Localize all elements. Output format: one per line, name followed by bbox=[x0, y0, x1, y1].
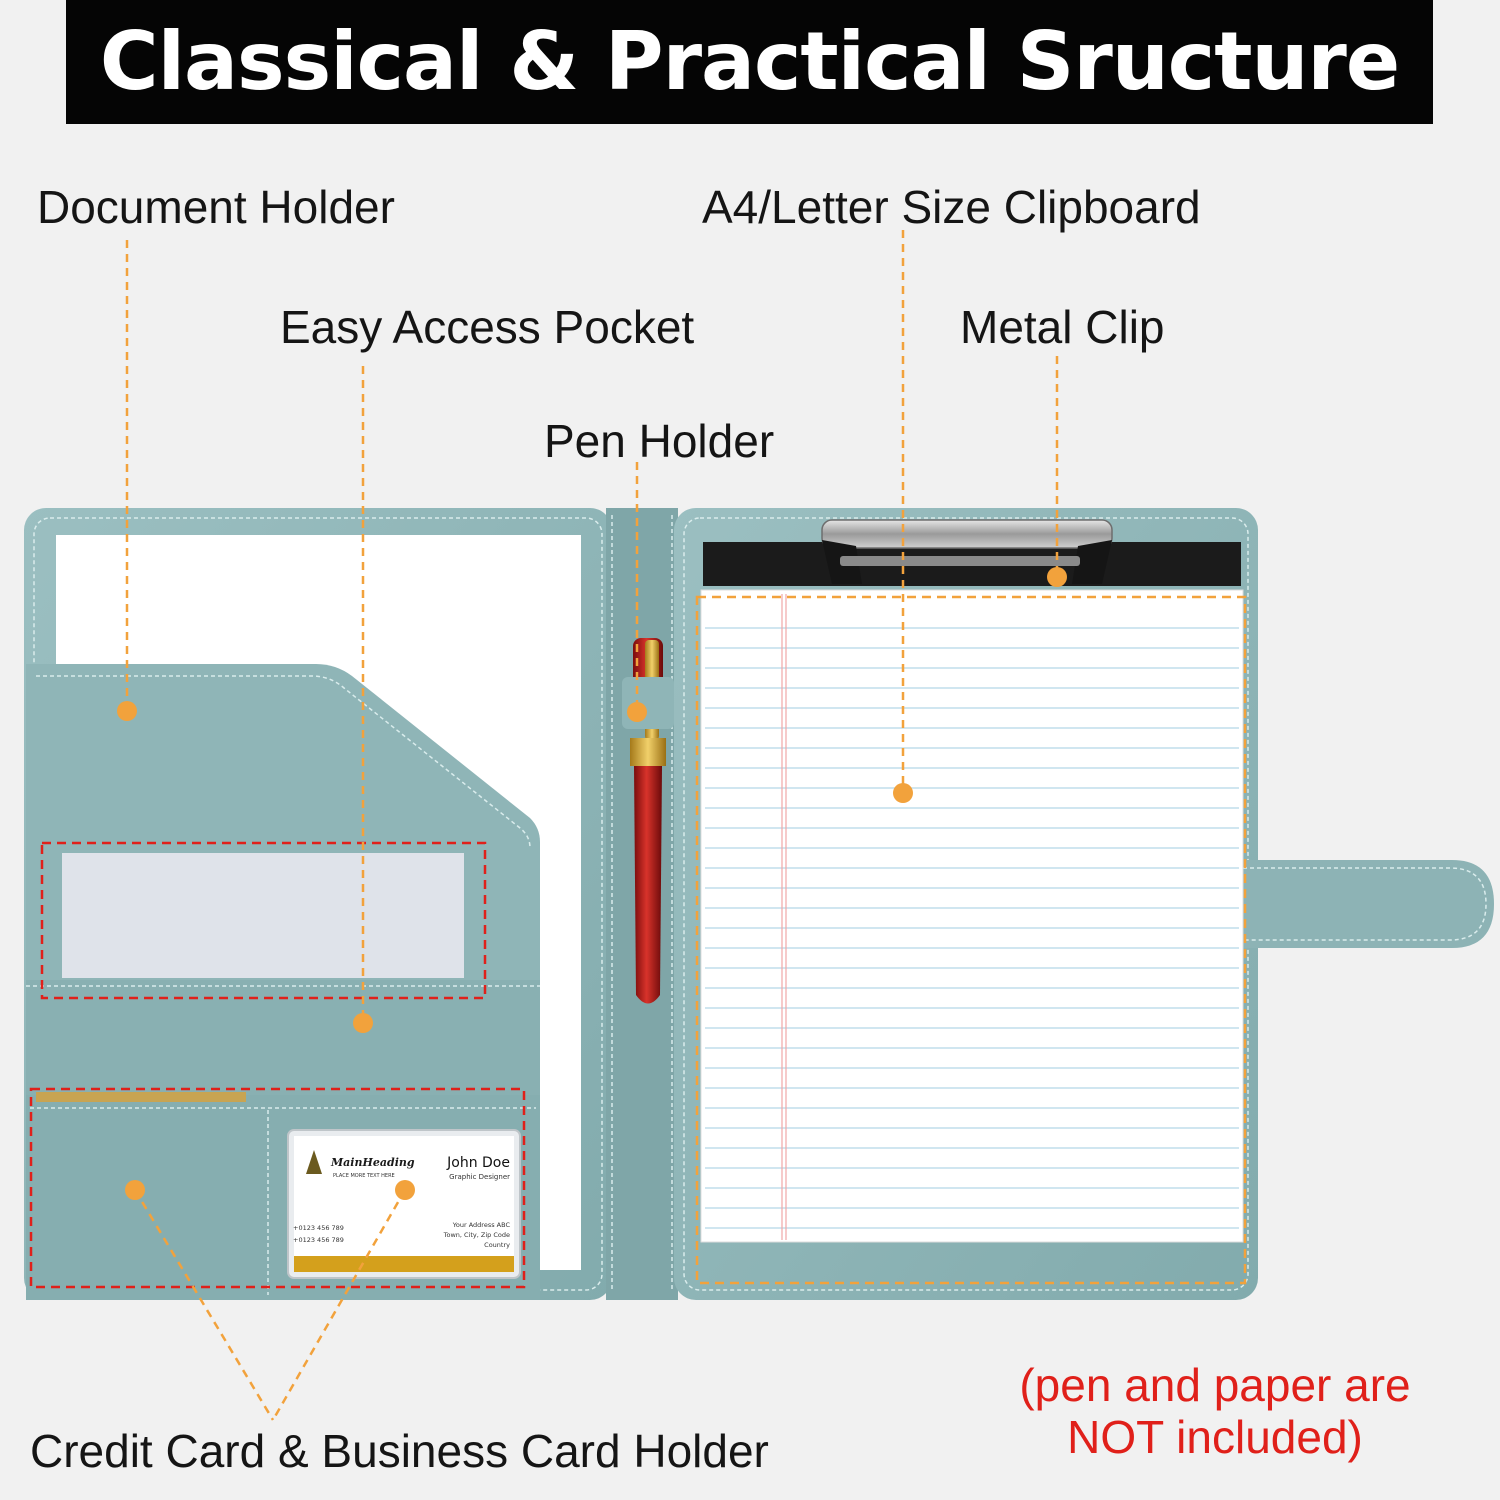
pocket-window bbox=[62, 853, 464, 978]
label-easy-access-pocket: Easy Access Pocket bbox=[280, 301, 695, 353]
closure-strap bbox=[1230, 860, 1494, 948]
card-phone-1: +0123 456 789 bbox=[293, 1224, 344, 1232]
card-holder-highlight bbox=[29, 1087, 526, 1289]
clipboard-highlight bbox=[695, 595, 1247, 1285]
business-card: MainHeading PLACE MORE TEXT HERE John Do… bbox=[287, 1129, 521, 1279]
title-banner: Classical & Practical Sructure bbox=[66, 0, 1433, 124]
marker-clipboard bbox=[893, 783, 913, 803]
label-clipboard: A4/Letter Size Clipboard bbox=[702, 181, 1201, 233]
card-phone-2: +0123 456 789 bbox=[293, 1236, 344, 1244]
marker-easy-access-pocket bbox=[353, 1013, 373, 1033]
marker-dots bbox=[117, 567, 1067, 1200]
card-address-1: Your Address ABC bbox=[452, 1221, 511, 1229]
page-title: Classical & Practical Sructure bbox=[99, 15, 1400, 108]
legal-pad bbox=[700, 589, 1244, 1243]
pocket-highlight bbox=[40, 841, 487, 1000]
pen-holder-loop bbox=[622, 677, 674, 729]
label-pen-holder: Pen Holder bbox=[544, 415, 775, 467]
pen bbox=[622, 638, 674, 1004]
marker-metal-clip bbox=[1047, 567, 1067, 587]
marker-document-holder bbox=[117, 701, 137, 721]
card-address-3: Country bbox=[484, 1241, 510, 1249]
marker-credit-card bbox=[125, 1180, 145, 1200]
card-job-title: Graphic Designer bbox=[449, 1173, 510, 1181]
leader-lines bbox=[125, 230, 1059, 1421]
label-document-holder: Document Holder bbox=[37, 181, 395, 233]
label-metal-clip: Metal Clip bbox=[960, 301, 1165, 353]
marker-business-card bbox=[395, 1180, 415, 1200]
card-address-2: Town, City, Zip Code bbox=[443, 1231, 510, 1239]
card-name: John Doe bbox=[446, 1155, 510, 1171]
metal-clip bbox=[821, 519, 1113, 584]
label-card-holder: Credit Card & Business Card Holder bbox=[30, 1425, 769, 1477]
card-tagline: PLACE MORE TEXT HERE bbox=[333, 1173, 395, 1179]
disclaimer-line-2: NOT included) bbox=[1067, 1411, 1363, 1463]
disclaimer-line-1: (pen and paper are bbox=[1019, 1359, 1411, 1411]
marker-pen-holder bbox=[627, 702, 647, 722]
card-brand: MainHeading bbox=[330, 1156, 415, 1169]
palm-tree-icon bbox=[306, 1150, 322, 1174]
